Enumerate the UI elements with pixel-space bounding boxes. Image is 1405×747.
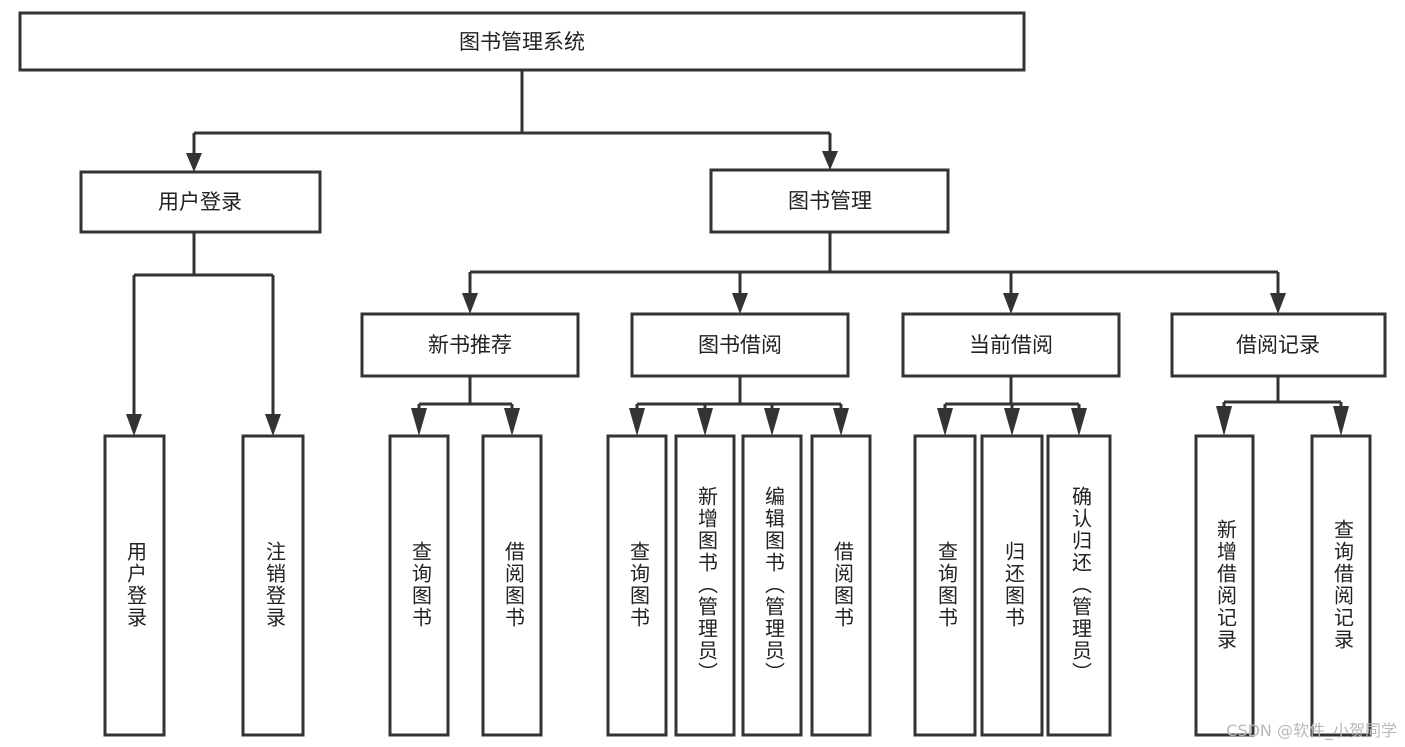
- arrow-to-new-book-recommend: [462, 293, 478, 314]
- node-book-borrow-box[interactable]: [630, 312, 850, 378]
- node-new-book-recommend[interactable]: 新书推荐: [360, 312, 580, 378]
- leaf-current-borrow-return-box[interactable]: [980, 434, 1044, 737]
- leaf-borrow-record-add[interactable]: 新增借阅记录: [1194, 434, 1255, 737]
- leaf-borrow-record-query[interactable]: 查询借阅记录: [1310, 434, 1372, 737]
- leaf-current-borrow-confirm-box[interactable]: [1046, 434, 1112, 737]
- leaf-new-book-query[interactable]: 查询图书: [388, 434, 450, 737]
- arrow-to-book-manage: [822, 151, 838, 170]
- arrow-to-user-login: [186, 153, 202, 172]
- leaf-book-borrow-add-box[interactable]: [674, 434, 736, 737]
- arrow-to-current-borrow: [1003, 293, 1019, 314]
- arrow-to-leaf-bb-borrow: [833, 408, 849, 436]
- leaf-user-login-logout-label: 注销登录: [263, 541, 287, 629]
- leaf-user-login-login[interactable]: 用户登录: [103, 434, 166, 737]
- leaf-new-book-query-label: 查询图书: [409, 541, 433, 629]
- leaf-borrow-record-add-label: 新增借阅记录: [1214, 519, 1238, 651]
- leaf-current-borrow-query[interactable]: 查询图书: [913, 434, 977, 737]
- node-book-borrow-label: 图书借阅: [698, 333, 782, 357]
- leaf-current-borrow-confirm[interactable]: 确认归还（管理员）: [1046, 434, 1112, 737]
- leaf-book-borrow-add-label: 新增图书（管理员）: [695, 486, 719, 684]
- leaf-book-borrow-edit-label: 编辑图书（管理员）: [762, 486, 786, 684]
- arrow-to-leaf-nb-query: [411, 408, 427, 436]
- node-book-manage-label: 图书管理: [788, 189, 872, 213]
- node-user-login[interactable]: 用户登录: [79, 170, 322, 234]
- arrow-to-borrow-record: [1270, 293, 1286, 314]
- leaf-book-borrow-edit-box[interactable]: [741, 434, 803, 737]
- node-book-manage-box[interactable]: [709, 168, 950, 234]
- arrow-to-book-borrow: [732, 293, 748, 314]
- node-borrow-record-box[interactable]: [1170, 312, 1387, 378]
- arrow-to-leaf-logout: [265, 414, 281, 436]
- arrow-to-leaf-cb-confirm: [1071, 408, 1087, 436]
- leaf-book-borrow-borrow-box[interactable]: [810, 434, 872, 737]
- node-current-borrow-box[interactable]: [901, 312, 1121, 378]
- arrow-to-leaf-user-login: [126, 414, 142, 436]
- node-root-box[interactable]: [18, 11, 1026, 72]
- leaf-user-login-logout-box[interactable]: [241, 434, 305, 737]
- arrow-to-leaf-nb-borrow: [504, 408, 520, 436]
- arrow-to-leaf-cb-query: [937, 408, 953, 436]
- node-user-login-label: 用户登录: [158, 190, 242, 214]
- node-current-borrow[interactable]: 当前借阅: [901, 312, 1121, 378]
- leaf-book-borrow-query[interactable]: 查询图书: [606, 434, 668, 737]
- node-book-borrow[interactable]: 图书借阅: [630, 312, 850, 378]
- arrow-to-leaf-bb-edit: [764, 408, 780, 436]
- leaf-borrow-record-query-label: 查询借阅记录: [1331, 519, 1355, 651]
- arrow-to-leaf-br-add: [1216, 406, 1232, 436]
- leaf-borrow-record-query-box[interactable]: [1310, 434, 1372, 737]
- leaf-current-borrow-query-box[interactable]: [913, 434, 977, 737]
- leaf-book-borrow-borrow[interactable]: 借阅图书: [810, 434, 872, 737]
- node-user-login-box[interactable]: [79, 170, 322, 234]
- leaf-user-login-login-box[interactable]: [103, 434, 166, 737]
- node-book-manage[interactable]: 图书管理: [709, 168, 950, 234]
- node-new-book-recommend-box[interactable]: [360, 312, 580, 378]
- leaf-user-login-logout[interactable]: 注销登录: [241, 434, 305, 737]
- leaf-book-borrow-borrow-label: 借阅图书: [831, 541, 855, 629]
- node-root[interactable]: 图书管理系统: [18, 11, 1026, 72]
- leaf-book-borrow-edit[interactable]: 编辑图书（管理员）: [741, 434, 803, 737]
- leaf-book-borrow-add[interactable]: 新增图书（管理员）: [674, 434, 736, 737]
- arrow-to-leaf-bb-add: [697, 408, 713, 436]
- leaf-current-borrow-query-label: 查询图书: [935, 541, 959, 629]
- leaf-new-book-query-box[interactable]: [388, 434, 450, 737]
- arrow-to-leaf-bb-query: [629, 408, 645, 436]
- leaf-book-borrow-query-label: 查询图书: [627, 541, 651, 629]
- node-current-borrow-label: 当前借阅: [969, 333, 1053, 357]
- leaf-current-borrow-return-label: 归还图书: [1002, 541, 1026, 629]
- leaf-new-book-borrow-box[interactable]: [481, 434, 543, 737]
- leaf-book-borrow-query-box[interactable]: [606, 434, 668, 737]
- leaf-borrow-record-add-box[interactable]: [1194, 434, 1255, 737]
- leaf-new-book-borrow[interactable]: 借阅图书: [481, 434, 543, 737]
- leaf-current-borrow-return[interactable]: 归还图书: [980, 434, 1044, 737]
- node-borrow-record-label: 借阅记录: [1236, 333, 1320, 357]
- leaf-new-book-borrow-label: 借阅图书: [502, 541, 526, 629]
- connector-layer: [126, 70, 1349, 436]
- arrow-to-leaf-br-query: [1333, 406, 1349, 436]
- leaf-user-login-login-label: 用户登录: [124, 541, 148, 629]
- node-root-label: 图书管理系统: [459, 30, 585, 54]
- arrow-to-leaf-cb-return: [1004, 408, 1020, 436]
- leaf-current-borrow-confirm-label: 确认归还（管理员）: [1069, 486, 1093, 684]
- node-new-book-recommend-label: 新书推荐: [428, 333, 512, 357]
- node-borrow-record[interactable]: 借阅记录: [1170, 312, 1387, 378]
